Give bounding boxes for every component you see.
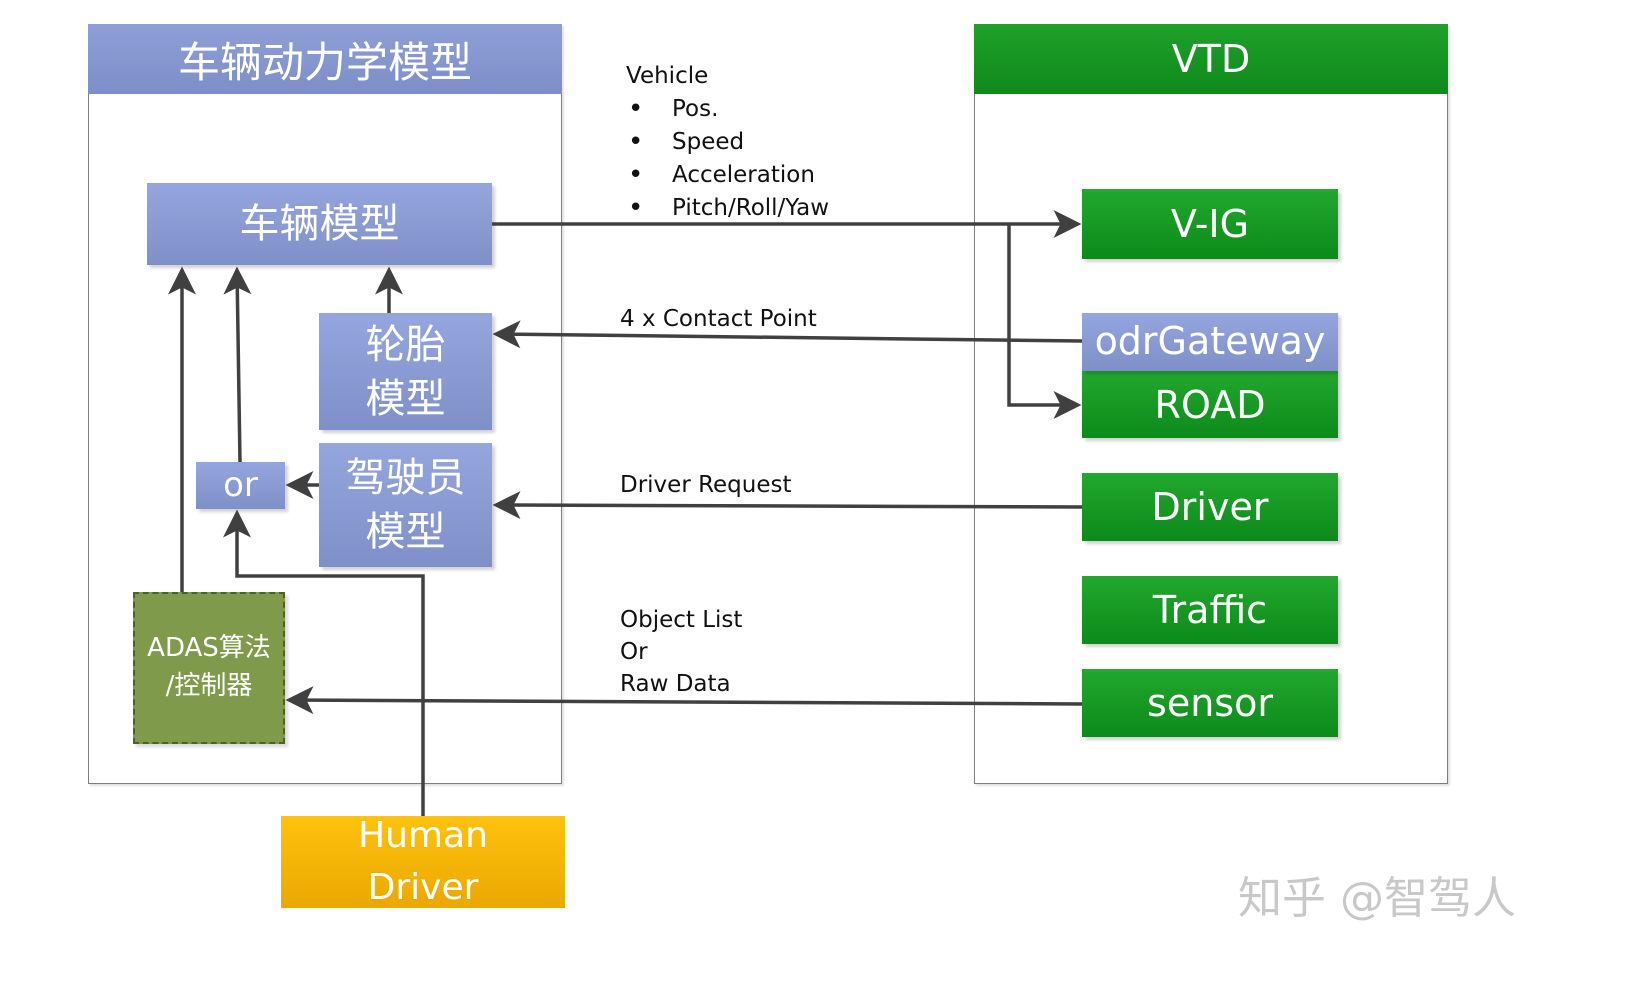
arrow-contact-point [492,320,1083,349]
object-list-label: Object List Or Raw Data [620,607,743,697]
signal-item: Speed [626,126,946,159]
sensor-module: sensor [1082,669,1338,737]
vehicle-signals-label: Vehicle Pos. Speed Acceleration Pitch/Ro… [626,60,946,225]
signal-item: Acceleration [626,159,946,192]
vehicle-heading: Vehicle [626,63,709,89]
driver-module: Driver [1082,473,1338,541]
vehicle-signal-list: Pos. Speed Acceleration Pitch/Roll/Yaw [626,93,946,225]
arrow-or-to-vehicle [223,266,252,463]
vtd-title: VTD [974,24,1448,94]
road-module: ROAD [1082,371,1338,438]
driver-model-block: 驾驶员 模型 [319,443,492,567]
contact-point-label: 4 x Contact Point [620,306,817,332]
odr-gateway-module: odrGateway [1082,313,1338,371]
signal-item: Pos. [626,93,946,126]
human-driver-block: Human Driver [281,815,565,908]
arrow-human-to-or [223,509,425,816]
driver-request-label: Driver Request [620,472,792,498]
arrow-vehicle-to-road [1007,224,1082,419]
vig-module: V-IG [1082,189,1338,259]
or-block: or [196,462,285,509]
watermark: 知乎 @智驾人 [1238,873,1516,924]
arrow-driver-request [492,491,1083,520]
traffic-module: Traffic [1082,576,1338,644]
tire-model-block: 轮胎 模型 [319,313,492,430]
vehicle-model-block: 车辆模型 [147,183,492,265]
vehicle-dynamics-title: 车辆动力学模型 [88,24,562,94]
signal-item: Pitch/Roll/Yaw [626,192,946,225]
adas-controller-block: ADAS算法 /控制器 [133,592,285,744]
arrow-object-list [285,686,1083,715]
